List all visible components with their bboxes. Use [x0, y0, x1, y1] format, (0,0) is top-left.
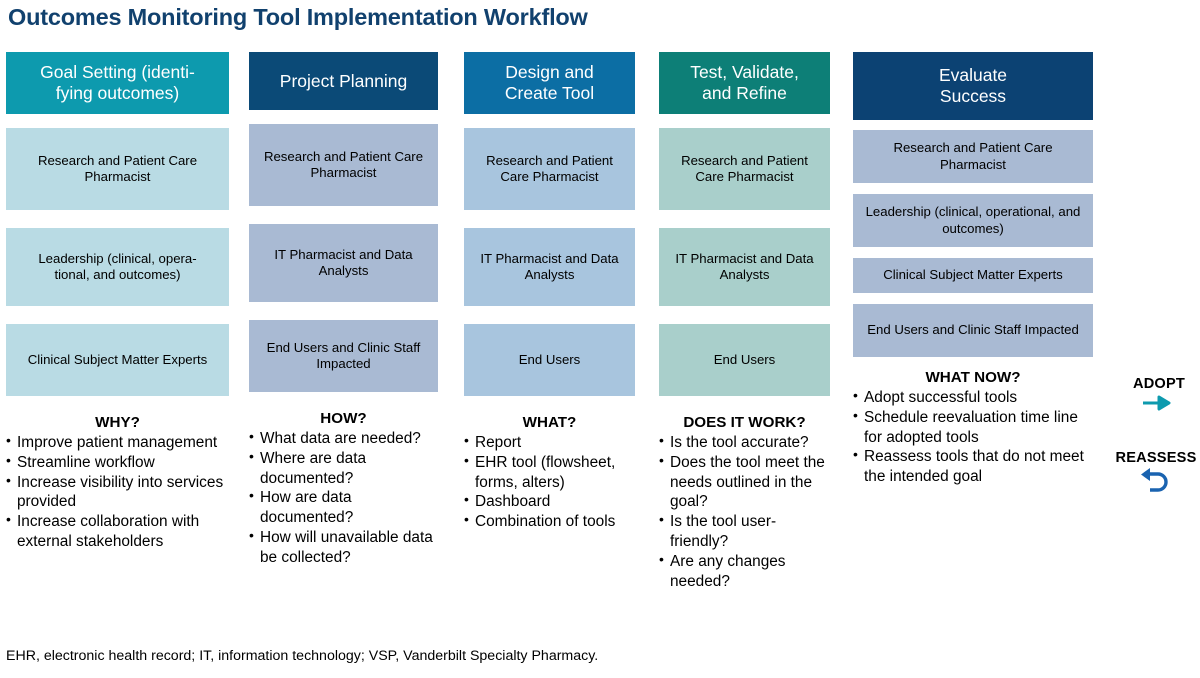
- role-box: IT Pharmacist and Data Analysts: [464, 228, 635, 306]
- bullet-list: ReportEHR tool (flowsheet, forms, alters…: [464, 432, 635, 532]
- list-item: Reassess tools that do not meet the inte…: [853, 446, 1093, 487]
- bullets-heading: WHY?: [95, 414, 140, 431]
- role-box: IT Pharmacist and Data Analysts: [659, 228, 830, 306]
- role-box: Research and Patient Care Pharmacist: [6, 128, 229, 210]
- list-item: What data are needed?: [249, 428, 438, 449]
- role-box: Research and Patient Care Pharmacist: [659, 128, 830, 210]
- role-box: Leadership (clinical, opera-tional, and …: [6, 228, 229, 306]
- role-box: Research and Patient Care Pharmacist: [853, 130, 1093, 183]
- list-item: Increase collaboration with external sta…: [6, 511, 229, 552]
- role-box: Leadership (clinical, operational, and o…: [853, 194, 1093, 247]
- bullet-list: Is the tool accurate?Does the tool meet …: [659, 432, 830, 592]
- list-item: Adopt successful tools: [853, 387, 1093, 408]
- bullet-list: What data are needed?Where are data docu…: [249, 428, 438, 568]
- footnote: EHR, electronic health record; IT, infor…: [6, 648, 599, 664]
- workflow-column: Goal Setting (identi-fying outcomes) Rese…: [6, 52, 229, 552]
- page-title: Outcomes Monitoring Tool Implementation …: [8, 4, 588, 30]
- bullets-heading: WHAT?: [522, 414, 577, 431]
- stage-header[interactable]: Test, Validate,and Refine: [659, 52, 830, 114]
- bullet-list: Improve patient managementStreamline wor…: [6, 432, 229, 552]
- list-item: Where are data documented?: [249, 448, 438, 489]
- list-item: Are any changes needed?: [659, 551, 830, 592]
- reassess-label: REASSESS: [1115, 450, 1197, 466]
- adopt-indicator: ADOPT: [1119, 376, 1199, 418]
- arrow-loop-back-icon: [1112, 467, 1200, 498]
- list-item: Dashboard: [464, 491, 635, 512]
- list-item: How will unavailable data be collected?: [249, 527, 438, 568]
- bullets-heading: DOES IT WORK?: [683, 414, 806, 431]
- role-box: End Users and Clinic Staff Impacted: [853, 304, 1093, 357]
- bullet-list: Adopt successful toolsSchedule reevaluat…: [853, 387, 1093, 487]
- arrow-right-icon: [1119, 393, 1199, 418]
- bullets-heading: HOW?: [320, 410, 367, 427]
- role-box: Research and Patient Care Pharmacist: [464, 128, 635, 210]
- list-item: EHR tool (flowsheet, forms, alters): [464, 452, 635, 493]
- role-box: End Users: [464, 324, 635, 396]
- list-item: Is the tool user-friendly?: [659, 511, 830, 552]
- bullets-heading: WHAT NOW?: [925, 369, 1021, 386]
- stage-header[interactable]: Project Planning: [249, 52, 438, 110]
- list-item: Improve patient management: [6, 432, 229, 453]
- list-item: Increase visibility into services provid…: [6, 472, 229, 513]
- list-item: Combination of tools: [464, 511, 635, 532]
- role-box: IT Pharmacist and Data Analysts: [249, 224, 438, 302]
- role-box: Research and Patient Care Pharmacist: [249, 124, 438, 206]
- list-item: How are data documented?: [249, 487, 438, 528]
- role-box: Clinical Subject Matter Experts: [6, 324, 229, 396]
- list-item: Is the tool accurate?: [659, 432, 830, 453]
- adopt-label: ADOPT: [1132, 376, 1186, 392]
- stage-header[interactable]: Goal Setting (identi-fying outcomes): [6, 52, 229, 114]
- role-box: End Users: [659, 324, 830, 396]
- role-box: Clinical Subject Matter Experts: [853, 258, 1093, 293]
- list-item: Streamline workflow: [6, 452, 229, 473]
- list-item: Schedule reevaluation time line for adop…: [853, 407, 1093, 448]
- reassess-indicator: REASSESS: [1112, 450, 1200, 498]
- list-item: Does the tool meet the needs outlined in…: [659, 452, 830, 512]
- list-item: Report: [464, 432, 635, 453]
- role-box: End Users and Clinic Staff Impacted: [249, 320, 438, 392]
